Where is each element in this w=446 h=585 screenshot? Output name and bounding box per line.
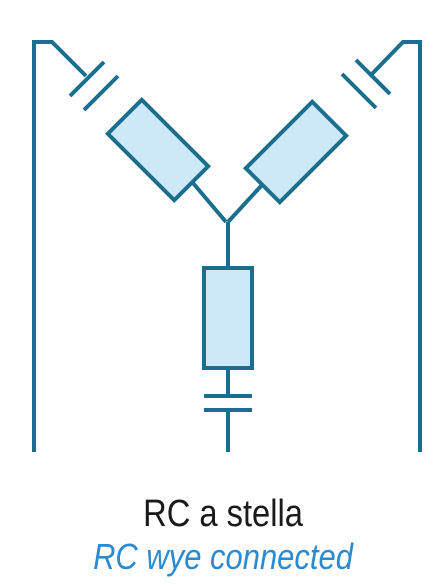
diagram-title: RC a stella	[143, 493, 303, 535]
right-line-wire	[368, 40, 422, 452]
right-capacitor-plate	[354, 58, 392, 96]
left-branch-wire	[191, 181, 228, 224]
rc-wye-schematic	[32, 40, 422, 452]
diagram-subtitle: RC wye connected	[93, 536, 353, 577]
bottom-resistor	[202, 266, 254, 370]
left-capacitor-plate	[82, 74, 120, 112]
right-resistor	[242, 98, 350, 206]
right-branch-wire	[226, 184, 263, 224]
left-capacitor-plate	[68, 60, 106, 98]
left-line-wire	[32, 40, 88, 452]
right-capacitor-plate	[340, 72, 378, 110]
left-resistor	[104, 96, 212, 204]
